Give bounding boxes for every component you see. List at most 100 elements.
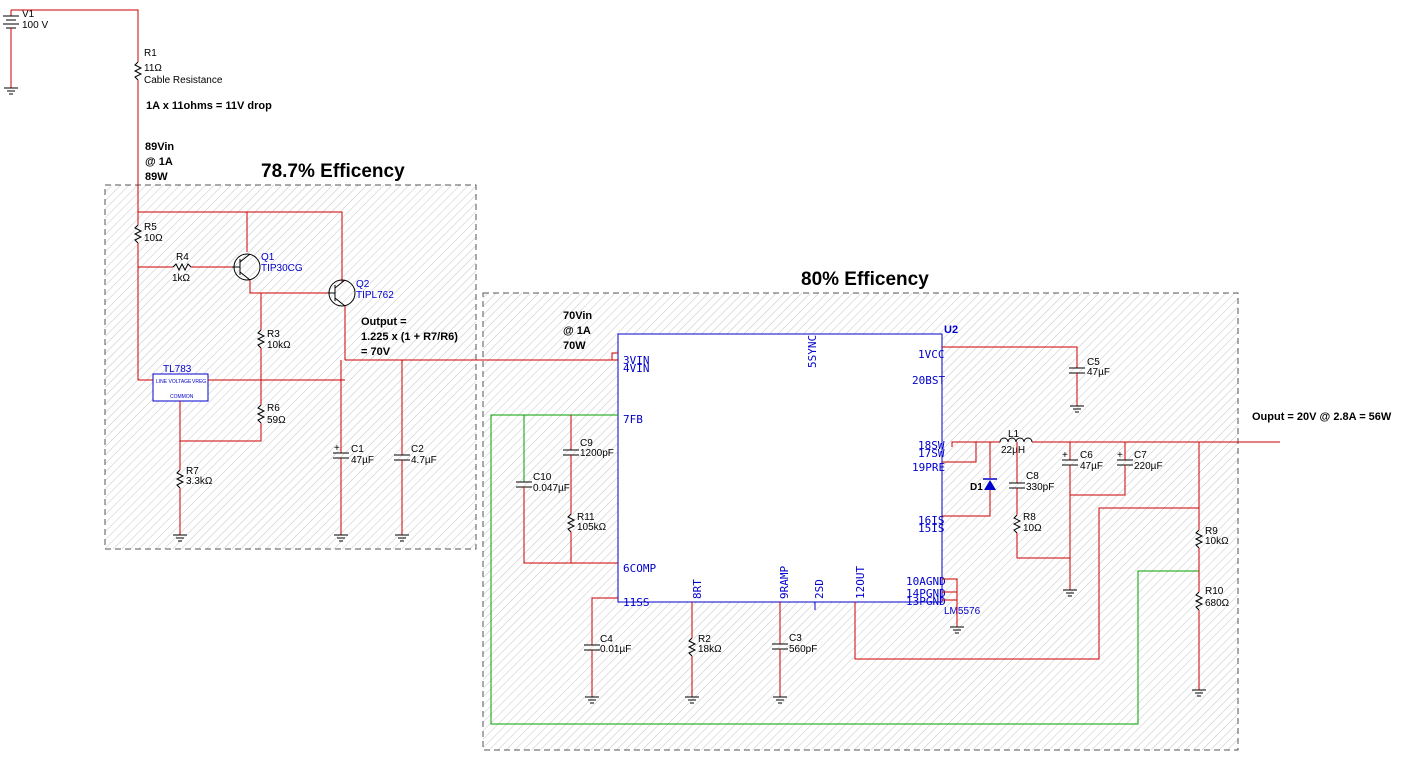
r5-resistor xyxy=(133,224,143,244)
r11-resistor xyxy=(566,513,576,533)
r9-name: R9 xyxy=(1205,526,1218,537)
l1-name: L1 xyxy=(1008,429,1020,440)
q1-value: TIP30CG xyxy=(261,263,303,274)
q1-transistor xyxy=(232,253,261,281)
u2-ground-icon xyxy=(950,626,964,634)
q1-name: Q1 xyxy=(261,252,275,263)
r1-resistor xyxy=(133,61,143,81)
stage1-output-note-2: 1.225 x (1 + R7/R6) xyxy=(361,331,458,343)
r4-value: 1kΩ xyxy=(172,273,191,284)
c3-value: 560pF xyxy=(789,644,817,655)
stage2-input-note-2: @ 1A xyxy=(563,325,591,337)
v1-value: 100 V xyxy=(22,20,48,31)
u2-pin-20bst: 20BST xyxy=(912,374,945,387)
r10-ground-icon xyxy=(1192,689,1206,697)
c5-value: 47µF xyxy=(1087,367,1110,378)
u2-pin-10agnd: 10AGND xyxy=(906,575,946,588)
u2-pin-17sw: 17SW xyxy=(918,447,945,460)
r3-value: 10kΩ xyxy=(267,340,291,351)
r4-name: R4 xyxy=(176,252,189,263)
r10-value: 680Ω xyxy=(1205,598,1230,609)
stage1-title: 78.7% Efficency xyxy=(261,161,405,182)
c1-ground-icon xyxy=(334,534,348,542)
r8-value: 10Ω xyxy=(1023,523,1042,534)
r1-name: R1 xyxy=(144,48,157,59)
c6-name: C6 xyxy=(1080,450,1093,461)
r2-resistor xyxy=(687,637,697,657)
r5-value: 10Ω xyxy=(144,233,163,244)
svg-text:+: + xyxy=(334,443,340,454)
u2-pin-9ramp: 9RAMP xyxy=(778,566,791,599)
tl783-name: TL783 xyxy=(163,364,192,375)
u2-pin-12out: 12OUT xyxy=(854,566,867,599)
r11-name: R11 xyxy=(577,512,595,523)
c10-value: 0.047µF xyxy=(533,483,570,494)
c5-ground-icon xyxy=(1070,405,1084,413)
r5-name: R5 xyxy=(144,222,157,233)
c4-ground-icon xyxy=(585,696,599,704)
tl783-pin-out: VREG xyxy=(192,379,206,385)
r6-resistor xyxy=(256,404,266,424)
c9-name: C9 xyxy=(580,438,593,449)
r9-value: 10kΩ xyxy=(1205,536,1229,547)
r6-name: R6 xyxy=(267,403,280,414)
u2-pin-2sd: 2SD xyxy=(813,579,826,599)
u2-ic-body xyxy=(617,333,943,603)
q2-name: Q2 xyxy=(356,279,370,290)
stage1-input-note-2: @ 1A xyxy=(145,156,173,168)
r7-ground-icon xyxy=(173,534,187,542)
r9-resistor xyxy=(1194,529,1204,549)
u2-pin-1vcc: 1VCC xyxy=(918,348,945,361)
v1-name: V1 xyxy=(22,9,35,20)
stage1-block xyxy=(104,184,477,550)
u2-pin-11ss: 11SS xyxy=(623,596,650,609)
q2-value: TIPL762 xyxy=(356,290,394,301)
r11-value: 105kΩ xyxy=(577,522,607,533)
c2-name: C2 xyxy=(411,444,424,455)
u2-pin-13pgnd: 13PGND xyxy=(906,595,946,608)
svg-text:+: + xyxy=(1117,450,1123,461)
u2-pin-7fb: 7FB xyxy=(623,413,643,426)
c10-name: C10 xyxy=(533,472,552,483)
u2-pin-15is: 15IS xyxy=(918,522,945,535)
stage1-output-note-3: = 70V xyxy=(361,346,391,358)
tl783-pin-common: COMMON xyxy=(170,394,194,400)
stage2-input-note-1: 70Vin xyxy=(563,310,592,322)
u2-pin-14pgnd: 14PGND xyxy=(906,587,946,600)
stage1-input-note-1: 89Vin xyxy=(145,141,174,153)
c6-value: 47µF xyxy=(1080,461,1103,472)
stage1-output-note-1: Output = xyxy=(361,316,407,328)
r2-ground-icon xyxy=(685,696,699,704)
r7-resistor xyxy=(175,469,185,489)
u2-pin-6comp: 6COMP xyxy=(623,562,656,575)
svg-text:+: + xyxy=(1062,450,1068,461)
r7-value: 3.3kΩ xyxy=(186,476,213,487)
r6-value: 59Ω xyxy=(267,415,286,426)
stage2-output-note: Ouput = 20V @ 2.8A = 56W xyxy=(1252,411,1392,423)
l1-inductor xyxy=(999,437,1033,443)
u2-pin-19pre: 19PRE xyxy=(912,461,945,474)
c4-name: C4 xyxy=(600,634,613,645)
r8-resistor xyxy=(1012,514,1022,534)
c2-value: 4.7µF xyxy=(411,455,437,466)
c5-name: C5 xyxy=(1087,357,1100,368)
u2-pin-8rt: 8RT xyxy=(691,579,704,599)
stage2-input-note-3: 70W xyxy=(563,340,586,352)
c7-value: 220µF xyxy=(1134,461,1163,472)
r8-name: R8 xyxy=(1023,512,1036,523)
stage2-title: 80% Efficency xyxy=(801,269,929,290)
c8-name: C8 xyxy=(1026,471,1039,482)
c8-value: 330pF xyxy=(1026,482,1054,493)
r2-value: 18kΩ xyxy=(698,644,722,655)
r3-resistor xyxy=(256,329,266,349)
tl783-pin-in: LINE VOLTAGE xyxy=(156,379,192,385)
l1-value: 22µH xyxy=(1001,445,1025,456)
r1-value: 11Ω xyxy=(144,63,162,74)
stage1-input-note-3: 89W xyxy=(145,171,168,183)
u2-pin-18sw: 18SW xyxy=(918,439,945,452)
c3-ground-icon xyxy=(773,696,787,704)
r7-name: R7 xyxy=(186,466,199,477)
cable-drop-note: 1A x 11ohms = 11V drop xyxy=(146,100,272,112)
c4-value: 0.01µF xyxy=(600,644,631,655)
